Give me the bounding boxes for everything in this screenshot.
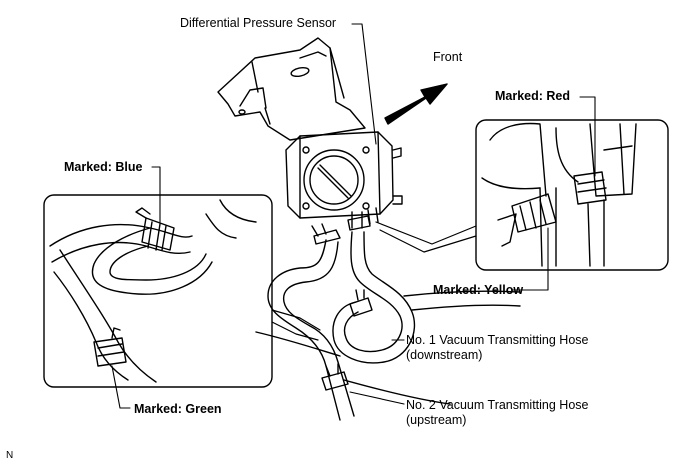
detail-box-right	[475, 119, 669, 271]
label-differential-pressure-sensor: Differential Pressure Sensor	[180, 16, 337, 30]
corner-code: N	[6, 450, 14, 461]
label-marked-red: Marked: Red	[495, 89, 571, 103]
label-marked-blue: Marked: Blue	[64, 160, 143, 174]
sensor-bracket	[217, 37, 366, 141]
label-hose2-line1: No. 2 Vacuum Transmitting Hose	[406, 398, 589, 412]
detail-box-left	[43, 194, 273, 388]
differential-pressure-sensor	[285, 131, 403, 229]
detail-connectors	[271, 221, 477, 341]
label-hose1-line1: No. 1 Vacuum Transmitting Hose	[406, 333, 589, 347]
label-hose2-line2: (upstream)	[406, 413, 467, 427]
front-arrow	[384, 83, 448, 125]
label-hose1-line2: (downstream)	[406, 348, 483, 362]
label-marked-yellow: Marked: Yellow	[433, 283, 524, 297]
leader-lines	[111, 23, 596, 409]
label-marked-green: Marked: Green	[134, 402, 222, 416]
label-front: Front	[433, 50, 463, 64]
vacuum-hoses	[255, 215, 521, 421]
